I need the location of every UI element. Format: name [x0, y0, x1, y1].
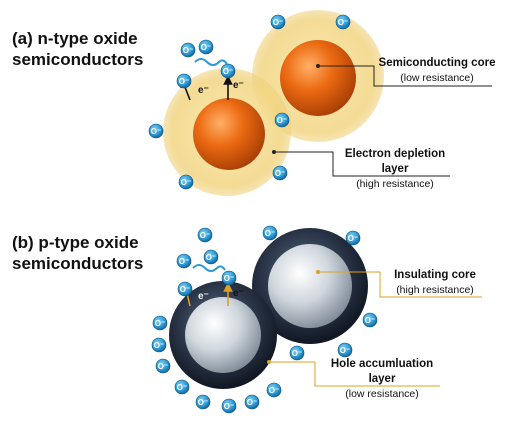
n-core-label: Semiconducting core (low resistance) — [378, 57, 496, 84]
p-particle-right-core — [268, 244, 352, 328]
oxygen-ion: O⁻ — [270, 14, 286, 30]
oxygen-ion-label: O⁻ — [198, 398, 208, 407]
oxygen-ion-label: O⁻ — [265, 229, 275, 238]
p-particle-left-core — [185, 297, 261, 373]
oxygen-ion: O⁻ — [337, 342, 353, 358]
oxygen-ion-label: O⁻ — [155, 319, 165, 328]
p-electron-label-left: e⁻ — [198, 291, 209, 302]
n-layer-leader-line — [274, 151, 450, 177]
oxygen-ion: O⁻ — [345, 230, 361, 246]
oxygen-ion-label: O⁻ — [154, 341, 164, 350]
oxygen-ion: O⁻ — [195, 394, 211, 410]
panel-a-title: (a) n-type oxide semiconductors — [12, 29, 144, 69]
oxygen-ion-label: O⁻ — [365, 316, 375, 325]
oxygen-ion: O⁻ — [274, 112, 290, 128]
oxygen-ion-label: O⁻ — [151, 127, 161, 136]
p-core-label: Insulating core (high resistance) — [394, 269, 476, 296]
oxygen-ion: O⁻ — [155, 358, 171, 374]
oxygen-ion: O⁻ — [148, 123, 164, 139]
oxygen-ion: O⁻ — [178, 174, 194, 190]
oxygen-ion-label: O⁻ — [273, 18, 283, 27]
oxygen-ion: O⁻ — [220, 63, 236, 79]
oxygen-ion-label: O⁻ — [292, 349, 302, 358]
oxygen-ion-label: O⁻ — [158, 362, 168, 371]
oxygen-ion-label: O⁻ — [179, 77, 189, 86]
oxygen-ion-label: O⁻ — [269, 386, 279, 395]
oxygen-ion: O⁻ — [289, 345, 305, 361]
oxygen-ion-label: O⁻ — [340, 346, 350, 355]
n-core-leader-line — [318, 65, 492, 87]
oxygen-ion: O⁻ — [152, 315, 168, 331]
oxygen-ion-label: O⁻ — [179, 257, 189, 266]
oxygen-ion-label: O⁻ — [181, 178, 191, 187]
oxygen-ion: O⁻ — [176, 253, 192, 269]
oxygen-ion-label: O⁻ — [223, 67, 233, 76]
oxygen-ion: O⁻ — [197, 227, 213, 243]
oxygen-ion: O⁻ — [335, 14, 351, 30]
oxygen-ion-label: O⁻ — [338, 18, 348, 27]
oxygen-ion-label: O⁻ — [247, 398, 257, 407]
oxygen-ion-label: O⁻ — [183, 46, 193, 55]
oxygen-ion-label: O⁻ — [277, 116, 287, 125]
oxygen-ion: O⁻ — [177, 281, 193, 297]
oxygen-ion: O⁻ — [198, 39, 214, 55]
oxygen-bond-squiggle — [192, 264, 226, 272]
oxygen-ion-label: O⁻ — [224, 274, 234, 283]
oxygen-bond-squiggle — [194, 58, 228, 66]
p-layer-leader-line — [269, 361, 440, 387]
oxygen-ion-label: O⁻ — [224, 402, 234, 411]
oxygen-ion: O⁻ — [203, 249, 219, 265]
oxygen-ion: O⁻ — [221, 398, 237, 414]
oxygen-ion: O⁻ — [151, 337, 167, 353]
n-particle-right-core — [280, 40, 356, 116]
oxygen-ion: O⁻ — [262, 225, 278, 241]
p-type-panel — [169, 228, 482, 389]
oxygen-ion: O⁻ — [244, 394, 260, 410]
oxygen-ion-label: O⁻ — [177, 383, 187, 392]
oxygen-ion: O⁻ — [174, 379, 190, 395]
oxygen-ion: O⁻ — [272, 165, 288, 181]
n-particle-left-core — [193, 98, 265, 170]
oxygen-ion: O⁻ — [266, 382, 282, 398]
n-layer-label: Electron depletion layer (high resistanc… — [344, 148, 446, 190]
oxygen-ion-label: O⁻ — [348, 234, 358, 243]
panel-b-title: (b) p-type oxide semiconductors — [12, 233, 144, 273]
oxygen-ions-layer: O⁻ O⁻ O⁻ O⁻ O⁻ O⁻ O⁻ O⁻ O⁻ O⁻ O⁻ O⁻ O⁻ O⁻ O⁻ O⁻ O⁻ O⁻ O⁻ O⁻… — [148, 14, 378, 414]
oxygen-ion: O⁻ — [362, 312, 378, 328]
oxygen-ion-label: O⁻ — [201, 43, 211, 52]
oxygen-ion: O⁻ — [180, 42, 196, 58]
oxygen-ion-label: O⁻ — [206, 253, 216, 262]
oxygen-ion: O⁻ — [176, 73, 192, 89]
p-electron-label-right: e⁻ — [233, 288, 244, 299]
oxygen-ion-label: O⁻ — [200, 231, 210, 240]
n-electron-label-left: e⁻ — [198, 85, 209, 96]
oxygen-ion-label: O⁻ — [180, 285, 190, 294]
n-electron-label-right: e⁻ — [233, 80, 244, 91]
p-layer-label: Hole accumluation layer (low resistance) — [330, 358, 434, 400]
oxygen-ion-label: O⁻ — [275, 169, 285, 178]
p-core-leader-line — [318, 271, 482, 298]
oxygen-ion: O⁻ — [221, 270, 237, 286]
n-type-panel — [163, 10, 492, 196]
